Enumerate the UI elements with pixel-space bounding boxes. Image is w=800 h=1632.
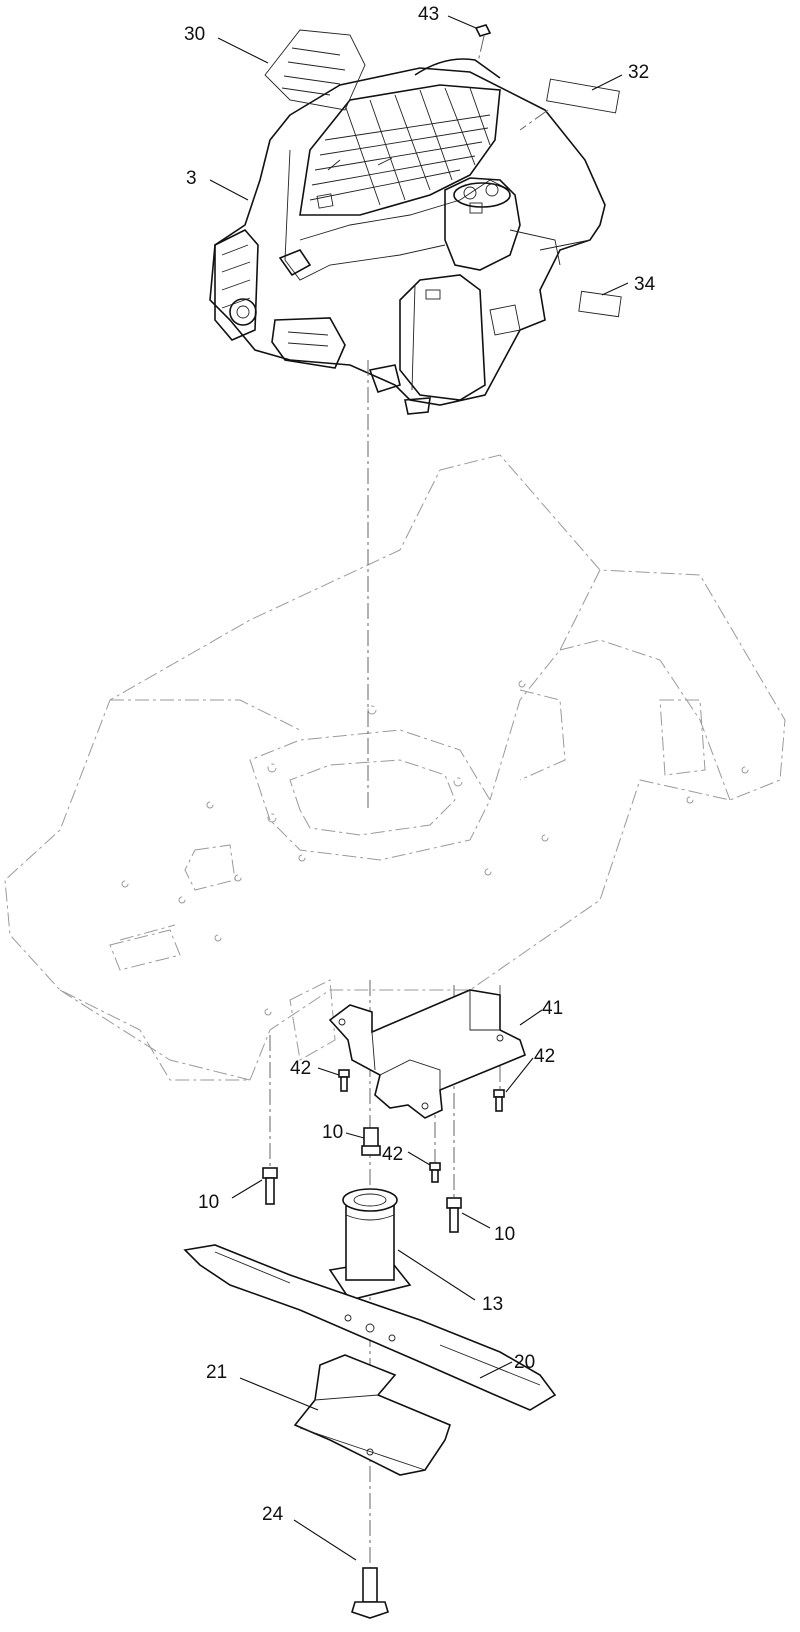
callout-3: 3 (186, 168, 197, 189)
engine-assembly (209, 58, 606, 415)
callout-24: 24 (262, 1504, 284, 1525)
callout-10-left: 10 (198, 1192, 219, 1213)
fastener-43 (474, 24, 492, 63)
bolt-42-left (338, 1069, 350, 1092)
mower-blade-20 (183, 1244, 557, 1411)
bolt-42-middle (429, 1162, 441, 1183)
callout-43: 43 (418, 4, 439, 25)
decal-34 (578, 290, 622, 318)
callout-labels: 30 43 32 3 34 41 42 42 42 10 10 10 13 20… (184, 4, 656, 1525)
blade-adapter-13 (328, 1188, 412, 1301)
callout-42-right: 42 (534, 1046, 555, 1067)
leader-lines (209, 15, 629, 1561)
callout-30: 30 (184, 24, 205, 45)
callout-34: 34 (634, 274, 656, 295)
callout-32: 32 (628, 62, 649, 83)
callout-41: 41 (542, 998, 563, 1019)
engine-bracket-41 (328, 989, 526, 1119)
callout-10-right: 10 (494, 1224, 515, 1245)
decal-32 (546, 78, 620, 114)
decal-32-axis (519, 109, 549, 131)
callout-42-middle: 42 (382, 1144, 403, 1165)
callout-10-center: 10 (322, 1122, 343, 1143)
bolt-42-right (493, 1089, 505, 1112)
blade-plate-21 (293, 1354, 451, 1476)
bolt-10-right (446, 1197, 462, 1233)
callout-20: 20 (514, 1352, 535, 1373)
bolt-10-center (361, 1127, 381, 1156)
callout-42-left: 42 (290, 1058, 311, 1079)
callout-13: 13 (482, 1294, 503, 1315)
bolt-10-left (262, 1167, 278, 1205)
decal-30-smart-choke (264, 29, 366, 111)
mower-deck-phantom (4, 454, 786, 1081)
engine-grille-mesh (309, 87, 491, 206)
callout-21: 21 (206, 1362, 227, 1383)
blade-bolt-24 (351, 1567, 389, 1619)
